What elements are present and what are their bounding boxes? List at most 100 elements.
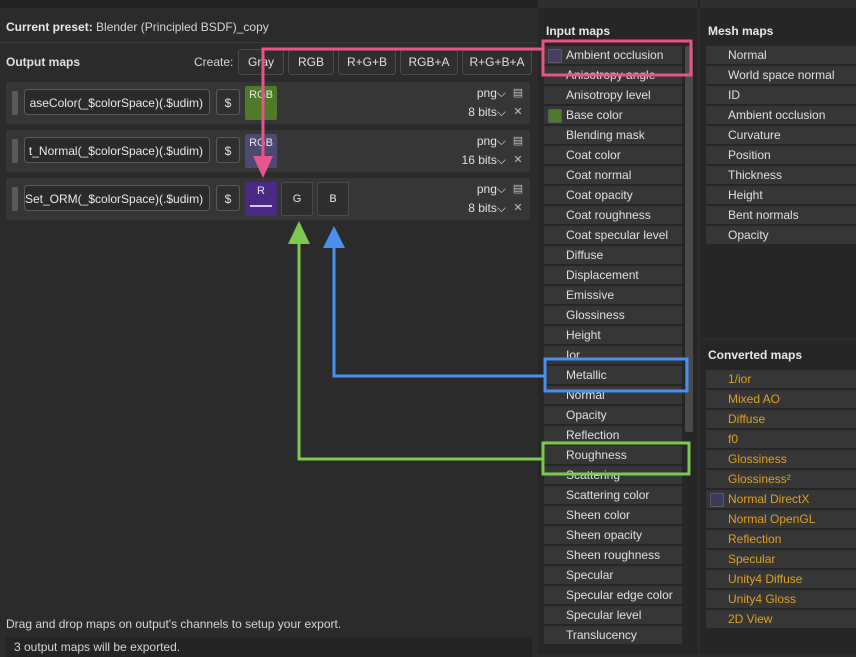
input-maps-item[interactable]: Roughness [544, 446, 682, 464]
mesh-maps-item[interactable]: Normal [706, 46, 856, 64]
input-maps-item[interactable]: Sheen color [544, 506, 682, 524]
channel-rgb-slot[interactable]: RGB [245, 134, 277, 168]
mesh-maps-item[interactable]: Bent normals [706, 206, 856, 224]
input-maps-item[interactable]: Glossiness [544, 306, 682, 324]
drag-handle[interactable] [12, 91, 18, 115]
variable-button[interactable]: $ [216, 89, 240, 115]
converted-maps-item[interactable]: Glossiness² [706, 470, 856, 488]
mesh-maps-item[interactable]: Opacity [706, 226, 856, 244]
converted-maps-item[interactable]: Normal DirectX [706, 490, 856, 508]
input-maps-item[interactable]: Scattering color [544, 486, 682, 504]
input-maps-item[interactable]: Specular level [544, 606, 682, 624]
mesh-maps-item[interactable]: Position [706, 146, 856, 164]
input-maps-item[interactable]: Reflection [544, 426, 682, 444]
channel-b-slot[interactable]: B [317, 182, 349, 216]
input-maps-item[interactable]: Coat specular level [544, 226, 682, 244]
close-icon[interactable]: ✕ [513, 154, 523, 166]
format-dropdown[interactable]: png⌵ [476, 86, 506, 100]
input-maps-item[interactable]: Sheen roughness [544, 546, 682, 564]
mesh-maps-item[interactable]: ID [706, 86, 856, 104]
converted-maps-item[interactable]: f0 [706, 430, 856, 448]
input-maps-item[interactable]: Anisotropy level [544, 86, 682, 104]
converted-maps-item[interactable]: Specular [706, 550, 856, 568]
map-label: Glossiness [728, 452, 787, 466]
mesh-maps-item[interactable]: Curvature [706, 126, 856, 144]
converted-maps-item[interactable]: Unity4 Gloss [706, 590, 856, 608]
input-maps-item[interactable]: Coat roughness [544, 206, 682, 224]
format-dropdown[interactable]: png⌵ [476, 134, 506, 148]
input-maps-item[interactable]: Coat opacity [544, 186, 682, 204]
create-gray-button[interactable]: Gray [238, 49, 284, 75]
divider [0, 42, 538, 43]
channel-g-slot[interactable]: G [281, 182, 313, 216]
input-maps-item[interactable]: Sheen opacity [544, 526, 682, 544]
map-label: Reflection [566, 428, 620, 442]
converted-maps-item[interactable]: Diffuse [706, 410, 856, 428]
mesh-maps-item[interactable]: Thickness [706, 166, 856, 184]
drag-handle[interactable] [12, 139, 18, 163]
close-icon[interactable]: ✕ [513, 202, 523, 214]
bit-depth-dropdown[interactable]: 8 bits⌵ [468, 201, 506, 215]
channel-r-slot[interactable]: R [245, 182, 277, 216]
variable-button[interactable]: $ [216, 185, 240, 211]
input-maps-item[interactable]: Specular edge color [544, 586, 682, 604]
file-icon[interactable]: ▤ [512, 87, 524, 99]
scrollbar[interactable] [685, 46, 693, 432]
filename-field[interactable]: aseColor(_$colorSpace)(.$udim) [24, 89, 210, 115]
channel-rgb-slot[interactable]: RGB [245, 86, 277, 120]
input-maps-item[interactable]: Opacity [544, 406, 682, 424]
map-label: Roughness [566, 448, 627, 462]
bit-depth-dropdown[interactable]: 8 bits⌵ [468, 105, 506, 119]
input-maps-item[interactable]: Translucency [544, 626, 682, 644]
arrow-blue-head [323, 226, 345, 248]
variable-button[interactable]: $ [216, 137, 240, 163]
bits-value: 8 bits [468, 105, 497, 119]
format-value: png [476, 134, 497, 148]
input-maps-item[interactable]: Displacement [544, 266, 682, 284]
help-text: Drag and drop maps on output's channels … [6, 617, 342, 631]
bit-depth-dropdown[interactable]: 16 bits⌵ [461, 153, 506, 167]
map-label: 2D View [728, 612, 773, 626]
map-label: Specular edge color [566, 588, 673, 602]
converted-maps-item[interactable]: Mixed AO [706, 390, 856, 408]
drag-handle[interactable] [12, 187, 18, 211]
create-r-g-b-a-button[interactable]: R+G+B+A [462, 49, 532, 75]
map-label: Normal DirectX [728, 492, 810, 506]
mesh-maps-item[interactable]: World space normal [706, 66, 856, 84]
converted-maps-item[interactable]: 1/ior [706, 370, 856, 388]
map-label: Mixed AO [728, 392, 781, 406]
close-icon[interactable]: ✕ [513, 106, 523, 118]
converted-maps-item[interactable]: Reflection [706, 530, 856, 548]
mesh-maps-item[interactable]: Ambient occlusion [706, 106, 856, 124]
current-preset: Current preset: Blender (Principled BSDF… [6, 20, 269, 34]
map-label: Scattering color [566, 488, 650, 502]
input-maps-item[interactable]: Coat normal [544, 166, 682, 184]
converted-maps-item[interactable]: Normal OpenGL [706, 510, 856, 528]
arrow-green-head [288, 221, 310, 244]
file-icon[interactable]: ▤ [512, 183, 524, 195]
input-maps-item[interactable]: Diffuse [544, 246, 682, 264]
format-dropdown[interactable]: png⌵ [476, 182, 506, 196]
output-map-row[interactable]: aseColor(_$colorSpace)(.$udim) $ RGB png… [6, 82, 530, 124]
filename-field[interactable]: t_Normal(_$colorSpace)(.$udim) [24, 137, 210, 163]
filename-field[interactable]: Set_ORM(_$colorSpace)(.$udim) [24, 185, 210, 211]
converted-maps-item[interactable]: 2D View [706, 610, 856, 628]
output-map-row[interactable]: Set_ORM(_$colorSpace)(.$udim) $ R G B pn… [6, 178, 530, 220]
mesh-maps-item[interactable]: Height [706, 186, 856, 204]
file-icon[interactable]: ▤ [512, 135, 524, 147]
highlight-metallic [543, 357, 689, 393]
input-maps-item[interactable]: Emissive [544, 286, 682, 304]
format-value: png [476, 86, 497, 100]
map-label: Specular [728, 552, 776, 566]
converted-maps-item[interactable]: Unity4 Diffuse [706, 570, 856, 588]
input-maps-item[interactable]: Blending mask [544, 126, 682, 144]
map-label: 1/ior [728, 372, 752, 386]
input-maps-item[interactable]: Metallic [544, 366, 682, 384]
input-maps-item[interactable]: Height [544, 326, 682, 344]
converted-maps-item[interactable]: Glossiness [706, 450, 856, 468]
input-maps-item[interactable]: Specular [544, 566, 682, 584]
input-maps-item[interactable]: Ambient occlusion [544, 46, 682, 64]
create-rgb-a-button[interactable]: RGB+A [400, 49, 458, 75]
input-maps-item[interactable]: Coat color [544, 146, 682, 164]
input-maps-item[interactable]: Base color [544, 106, 682, 124]
